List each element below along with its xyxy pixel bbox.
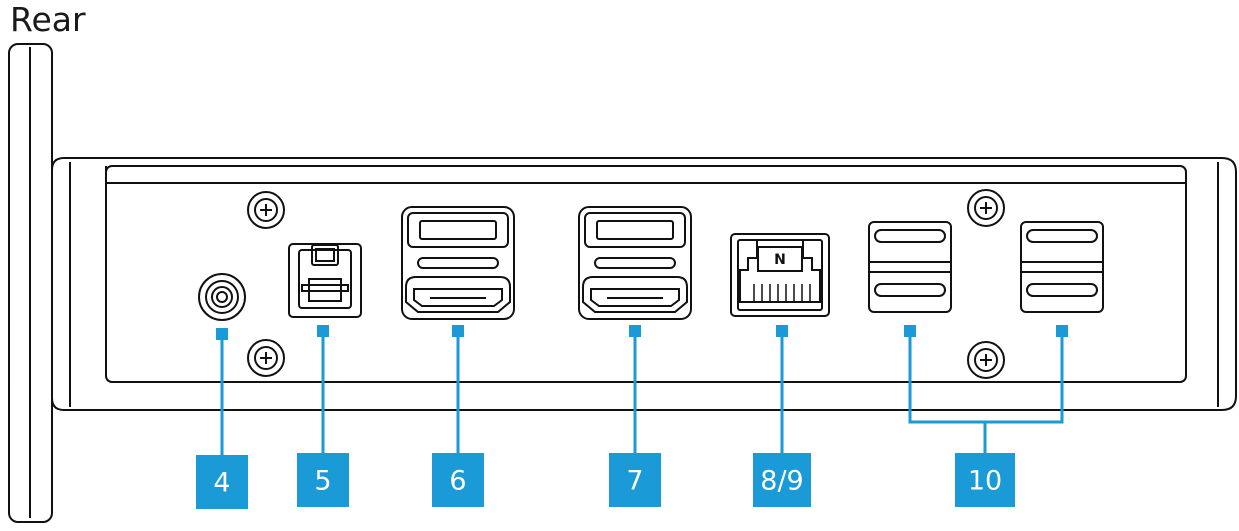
usb-port-icon bbox=[868, 221, 952, 313]
side-bracket bbox=[8, 43, 53, 523]
callout-marker bbox=[452, 325, 464, 337]
callout-tag-6: 6 bbox=[432, 453, 484, 507]
callout-marker bbox=[629, 325, 641, 337]
callout-marker bbox=[904, 325, 916, 337]
screw-icon bbox=[247, 339, 285, 377]
lan-port-marking: N bbox=[774, 252, 786, 268]
callout-label: 6 bbox=[449, 466, 466, 497]
callout-label: 7 bbox=[626, 466, 643, 497]
screw-icon bbox=[247, 191, 285, 229]
page-title: Rear bbox=[10, 0, 86, 39]
audio-jack-icon bbox=[198, 273, 246, 321]
callout-marker bbox=[1056, 325, 1068, 337]
usb-port-icon bbox=[1020, 221, 1104, 313]
callout-label: 10 bbox=[968, 466, 1002, 497]
callout-tag-8-9: 8/9 bbox=[753, 453, 811, 507]
callout-marker bbox=[216, 328, 228, 340]
callout-label: 5 bbox=[314, 466, 331, 497]
callout-tag-4: 4 bbox=[196, 455, 248, 509]
callout-label: 8/9 bbox=[760, 466, 803, 497]
rj45-lan-port-icon bbox=[730, 233, 830, 317]
screw-icon bbox=[967, 189, 1005, 227]
callout-tag-10: 10 bbox=[955, 453, 1015, 507]
callout-leaders bbox=[216, 325, 1068, 455]
callout-marker bbox=[317, 325, 329, 337]
screw-icon bbox=[967, 341, 1005, 379]
callout-marker bbox=[776, 325, 788, 337]
hdmi-port-icon bbox=[578, 206, 692, 320]
callout-tag-7: 7 bbox=[609, 453, 661, 507]
callout-tags: 4 5 6 7 8/9 10 bbox=[196, 453, 1015, 509]
dc-power-connector-icon bbox=[288, 243, 362, 318]
hdmi-port-icon bbox=[401, 206, 515, 320]
callout-tag-5: 5 bbox=[297, 453, 349, 507]
callout-label: 4 bbox=[213, 468, 230, 499]
